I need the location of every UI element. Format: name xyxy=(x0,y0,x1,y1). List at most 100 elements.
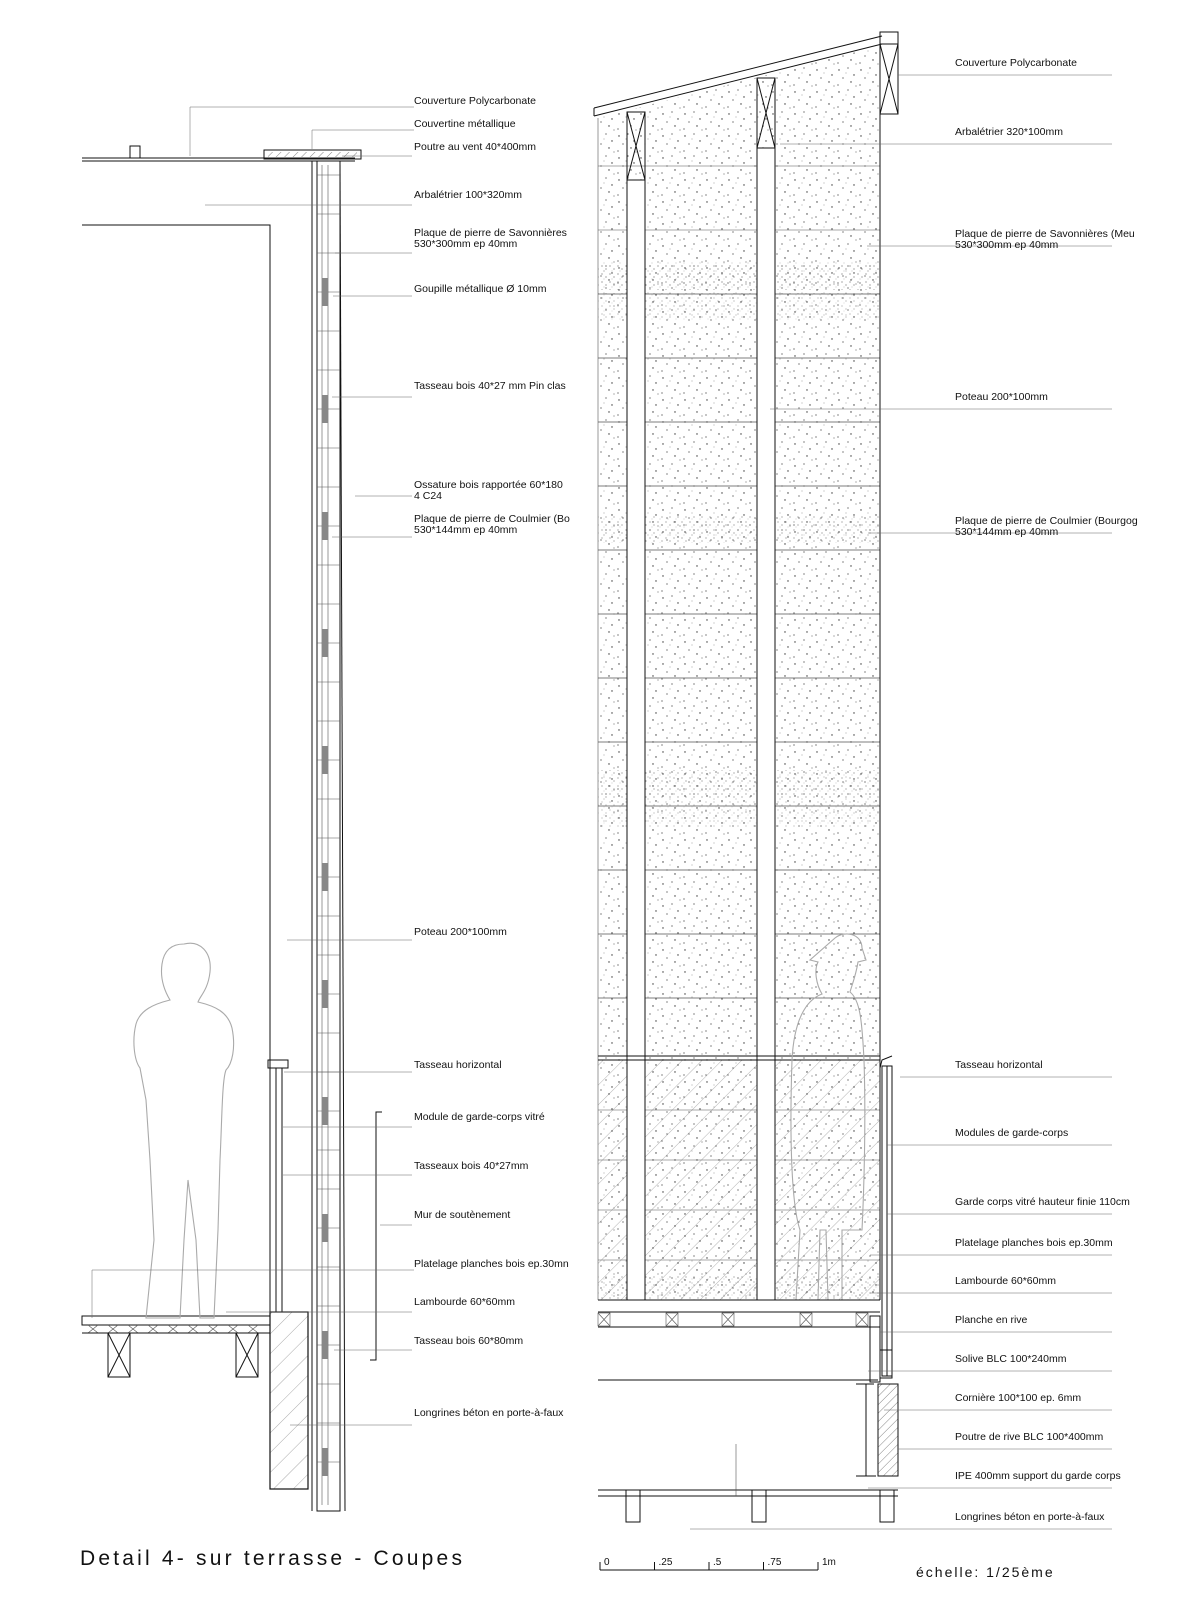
right-label-8: Platelage planches bois ep.30mm xyxy=(955,1237,1113,1249)
right-label-4-line-0: Plaque de pierre de Coulmier (Bourgog xyxy=(955,515,1138,527)
right-label-2-line-0: Plaque de pierre de Savonnières (Meu xyxy=(955,228,1135,240)
left-label-3: Arbalétrier 100*320mm xyxy=(414,189,522,201)
interior-wall xyxy=(82,224,271,1068)
left-label-17-line-0: Longrines béton en porte-à-faux xyxy=(414,1407,564,1419)
left-label-16-line-0: Tasseau bois 60*80mm xyxy=(414,1335,523,1347)
right-label-10-line-0: Planche en rive xyxy=(955,1314,1028,1326)
right-label-15-line-0: Longrines béton en porte-à-faux xyxy=(955,1511,1105,1523)
left-label-6-line-0: Tasseau bois 40*27 mm Pin clas xyxy=(414,380,566,392)
left-label-10-line-0: Tasseau horizontal xyxy=(414,1059,502,1071)
right-label-14-line-0: IPE 400mm support du garde corps xyxy=(955,1470,1121,1482)
leader-lines-left xyxy=(91,106,414,1426)
left-label-4-line-1: 530*300mm ep 40mm xyxy=(414,238,518,250)
person-silhouette xyxy=(133,942,235,1319)
left-label-1: Couvertine métallique xyxy=(414,118,516,130)
right-label-3: Poteau 200*100mm xyxy=(955,391,1048,403)
right-label-9: Lambourde 60*60mm xyxy=(955,1275,1056,1287)
left-label-14: Platelage planches bois ep.30mn xyxy=(414,1258,569,1270)
left-section xyxy=(81,145,382,1512)
ipe-400 xyxy=(856,1383,876,1477)
right-label-6-line-0: Modules de garde-corps xyxy=(955,1127,1068,1139)
scale-text: échelle: 1/25ème xyxy=(916,1564,1055,1580)
facade-stone xyxy=(598,46,880,1300)
footing-left xyxy=(107,1332,131,1378)
left-label-16: Tasseau bois 60*80mm xyxy=(414,1335,523,1347)
left-label-7-line-0: Ossature bois rapportée 60*180 xyxy=(414,479,566,491)
right-label-7: Garde corps vitré hauteur finie 110cm xyxy=(955,1196,1130,1208)
roof-ridge xyxy=(879,31,899,45)
right-label-5: Tasseau horizontal xyxy=(955,1059,1043,1071)
deck-joists xyxy=(87,1324,259,1334)
right-section xyxy=(593,31,899,1523)
pier-3 xyxy=(879,1489,895,1523)
left-label-17: Longrines béton en porte-à-faux xyxy=(414,1407,564,1419)
left-label-4-line-0: Plaque de pierre de Savonnières xyxy=(414,227,567,239)
retaining-wall xyxy=(269,1311,309,1490)
rive-plank xyxy=(879,1349,893,1379)
left-label-9-line-0: Poteau 200*100mm xyxy=(414,926,507,938)
post-1 xyxy=(626,179,646,1301)
scale-tick-label-1: .25 xyxy=(659,1557,673,1568)
right-label-13: Poutre de rive BLC 100*400mm xyxy=(955,1431,1103,1443)
left-label-7-line-1: 4 C24 xyxy=(414,490,442,502)
left-label-13-line-0: Mur de soutènement xyxy=(414,1209,510,1221)
right-label-11-line-0: Solive BLC 100*240mm xyxy=(955,1353,1067,1365)
right-label-15: Longrines béton en porte-à-faux xyxy=(955,1511,1105,1523)
post-2 xyxy=(756,147,776,1301)
right-label-11: Solive BLC 100*240mm xyxy=(955,1353,1067,1365)
rafter-3 xyxy=(879,43,899,115)
right-label-3-line-0: Poteau 200*100mm xyxy=(955,391,1048,403)
left-label-12-line-0: Tasseaux bois 40*27mm xyxy=(414,1160,529,1172)
left-label-15-line-0: Lambourde 60*60mm xyxy=(414,1296,515,1308)
scale-tick-label-2: .5 xyxy=(713,1557,722,1568)
right-label-4-line-1: 530*144mm ep 40mm xyxy=(955,526,1059,538)
left-label-11: Module de garde-corps vitré xyxy=(414,1111,545,1123)
corner-angle xyxy=(869,1315,881,1383)
edge-beam-blc xyxy=(877,1383,899,1477)
scale-tick-label-0: 0 xyxy=(604,1557,610,1568)
roof-fixing xyxy=(129,145,141,159)
wind-beam xyxy=(263,149,362,160)
stone-cladding xyxy=(316,160,341,1512)
wood-decking xyxy=(81,1315,271,1326)
right-label-0: Couverture Polycarbonate xyxy=(955,57,1077,69)
right-label-1: Arbalétrier 320*100mm xyxy=(955,126,1063,138)
left-label-5-line-0: Goupille métallique Ø 10mm xyxy=(414,283,547,295)
right-label-6: Modules de garde-corps xyxy=(955,1127,1068,1139)
left-label-7: Ossature bois rapportée 60*180 4 C24 xyxy=(414,479,566,502)
scale-bar: 0 .25 .5 .75 1m xyxy=(599,1557,836,1571)
left-label-0-line-0: Couverture Polycarbonate xyxy=(414,95,536,107)
right-label-1-line-0: Arbalétrier 320*100mm xyxy=(955,126,1063,138)
right-label-10: Planche en rive xyxy=(955,1314,1028,1326)
right-label-9-line-0: Lambourde 60*60mm xyxy=(955,1275,1056,1287)
horizontal-batten xyxy=(267,1059,289,1069)
left-label-15: Lambourde 60*60mm xyxy=(414,1296,515,1308)
person-ghost xyxy=(790,933,867,1301)
leader-lines-right xyxy=(690,74,1112,1530)
roof-slope xyxy=(593,35,883,109)
right-label-14: IPE 400mm support du garde corps xyxy=(955,1470,1121,1482)
left-label-3-line-0: Arbalétrier 100*320mm xyxy=(414,189,522,201)
left-label-0: Couverture Polycarbonate xyxy=(414,95,536,107)
left-label-8-line-0: Plaque de pierre de Coulmier (Bo xyxy=(414,513,570,525)
right-label-2-line-1: 530*300mm ep 40mm xyxy=(955,239,1059,251)
left-label-10: Tasseau horizontal xyxy=(414,1059,502,1071)
left-label-2-line-0: Poutre au vent 40*400mm xyxy=(414,141,536,153)
left-label-11-line-0: Module de garde-corps vitré xyxy=(414,1111,545,1123)
left-label-1-line-0: Couvertine métallique xyxy=(414,118,516,130)
stone-joints xyxy=(317,174,340,1476)
scale-tick-label-3: .75 xyxy=(768,1557,782,1568)
retaining-bracket xyxy=(370,1111,382,1361)
left-label-2: Poutre au vent 40*400mm xyxy=(414,141,536,153)
left-label-13: Mur de soutènement xyxy=(414,1209,510,1221)
joists xyxy=(597,1312,869,1327)
scale-tick-label-4: 1m xyxy=(822,1557,836,1568)
footing-right xyxy=(235,1332,259,1378)
